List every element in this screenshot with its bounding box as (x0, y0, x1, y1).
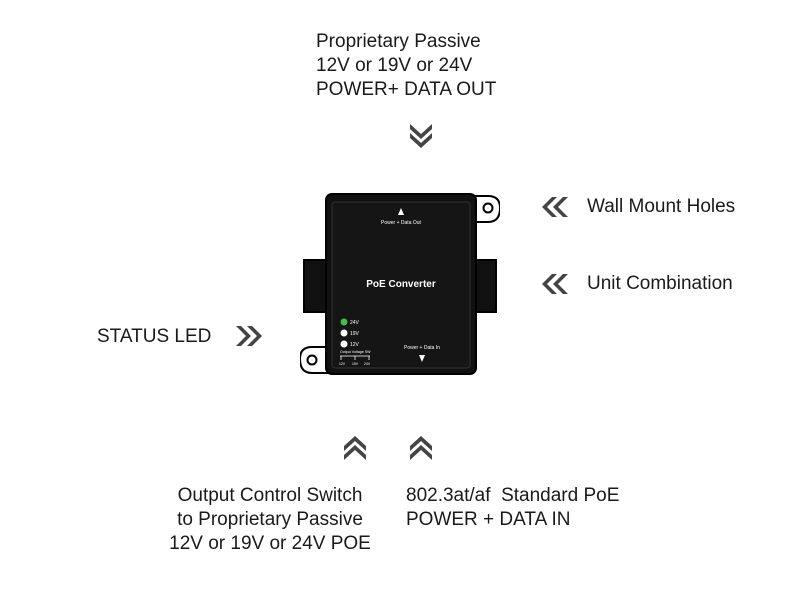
led-24v (340, 318, 348, 326)
chevron-up-icon (344, 436, 366, 460)
poe-in-line-1: 802.3at/af Standard PoE (406, 485, 620, 506)
led-19v-label: 19V (350, 331, 360, 337)
poe-in-line-2: POWER + DATA IN (406, 509, 571, 530)
led-24v-label: 24V (350, 320, 360, 326)
switch-pos-12v: 12V (339, 362, 346, 366)
top-output-label: Proprietary Passive 12V or 19V or 24V PO… (316, 30, 506, 102)
mount-hole-top-right (482, 202, 494, 214)
unit-combination-label: Unit Combination (587, 273, 733, 294)
port-bottom-label: Power + Data In (404, 345, 440, 351)
chevron-up-icon (410, 436, 432, 460)
led-12v-label: 12V (350, 342, 360, 348)
output-switch-line-2: to Proprietary Passive (177, 509, 363, 530)
device-face (331, 201, 471, 369)
device-title: PoE Converter (366, 279, 436, 290)
chevron-down-icon (410, 124, 432, 148)
voltage-switch (340, 355, 370, 360)
led-12v (340, 340, 348, 348)
output-switch-line-3: 12V or 19V or 24V POE (169, 533, 371, 554)
switch-pos-24v: 24V (364, 362, 371, 366)
led-19v (340, 329, 348, 337)
poe-converter-device: Power + Data Out PoE Converter 24V 19V 1… (300, 193, 500, 375)
top-output-line-1: Proprietary Passive (316, 31, 481, 52)
wall-mount-label: Wall Mount Holes (587, 196, 736, 217)
mount-hole-bottom-left (306, 354, 318, 366)
output-switch-label: Output Control Switch to Proprietary Pas… (150, 484, 390, 556)
switch-label: Output Voltage SW (340, 350, 371, 354)
chevron-left-icon (542, 197, 568, 217)
top-output-line-3: POWER+ DATA OUT (316, 79, 497, 100)
output-switch-line-1: Output Control Switch (177, 485, 363, 506)
top-output-line-2: 12V or 19V or 24V (316, 55, 473, 76)
chevron-right-icon (236, 326, 262, 346)
poe-in-label: 802.3at/af Standard PoE POWER + DATA IN (406, 484, 619, 532)
status-led-label: STATUS LED (97, 326, 212, 347)
chevron-left-icon (542, 274, 568, 294)
port-top-label: Power + Data Out (381, 220, 421, 226)
switch-pos-19v: 19V (352, 362, 359, 366)
